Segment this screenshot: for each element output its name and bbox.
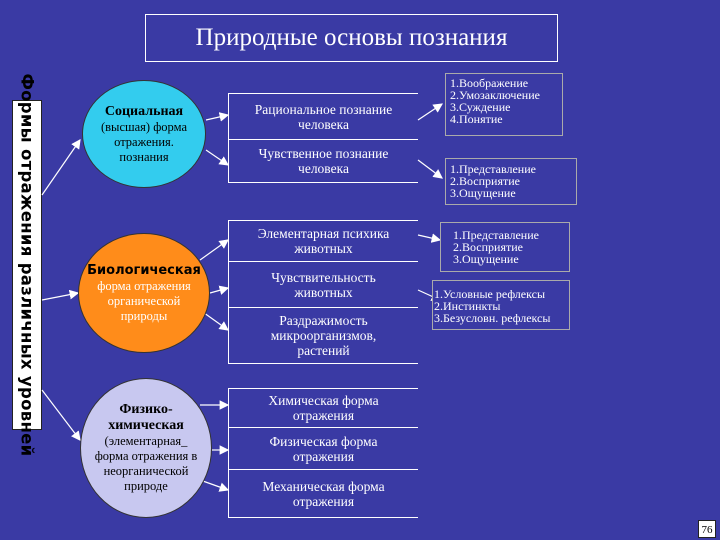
circle-bio-sub-3: природы — [120, 308, 168, 323]
circle-social: Социальная (высшая) форма отражения. поз… — [82, 80, 206, 188]
circle-phys-sub-4: природе — [124, 479, 168, 493]
right-psyche-list: 1.Представление 2.Восприятие 3.Ощущение — [440, 222, 570, 272]
mid-irritability-l1: Раздражимость — [279, 313, 368, 328]
right-rational-2: 2.Умозаключение — [450, 88, 540, 102]
right-rational-3: 3.Суждение — [450, 100, 511, 114]
mid-rational-l2: человека — [298, 116, 349, 132]
mid-sensory-l1: Чувственное познание — [258, 146, 389, 161]
right-sensory-3: 3.Ощущение — [450, 186, 516, 200]
right-sensory-1: 1.Представление — [450, 162, 536, 176]
circle-social-sub-3: познания — [119, 149, 169, 164]
right-psyche-2: 2.Восприятие — [453, 240, 523, 254]
circle-social-sub-2: отражения. — [114, 134, 174, 149]
mid-mechanical-l2: отражения — [292, 493, 355, 509]
circle-bio-sub-1: форма отражения — [97, 278, 191, 293]
mid-rational-l1: Рациональное познание — [254, 101, 393, 117]
page-number: 76 — [698, 520, 716, 538]
mid-sensitivity-l2: животных — [294, 284, 353, 300]
mid-psyche-l1: Элементарная психика — [257, 226, 390, 241]
circle-bio-head: Биологическая — [87, 262, 201, 278]
mid-chemical-l2: отражения — [292, 408, 355, 423]
circle-phys-sub-2: форма отражения в — [94, 449, 198, 463]
circle-phys-sub-3: неорганической — [103, 464, 189, 478]
right-rational-4: 4.Понятие — [450, 112, 503, 126]
right-sensory-2: 2.Восприятие — [450, 174, 520, 188]
right-reflex-1: 1.Условные рефлексы — [434, 287, 546, 301]
mid-physical-l2: отражения — [292, 448, 355, 464]
mid-sensory-l2: человека — [298, 161, 349, 176]
circle-phys-sub-1: (элементарная_ — [104, 434, 188, 448]
right-rational-1: 1.Воображение — [450, 76, 529, 90]
side-label-box: Формы отражения различных уровней — [12, 73, 42, 457]
mid-mechanical-l1: Механическая форма — [262, 478, 385, 494]
circle-phys: Физико- химическая (элементарная_ форма … — [80, 378, 212, 518]
right-sensory-list: 1.Представление 2.Восприятие 3.Ощущение — [445, 158, 577, 205]
circle-bio-sub-2: органической — [107, 293, 181, 308]
mid-irritability-l3: растений — [297, 343, 350, 358]
right-rational-list: 1.Воображение 2.Умозаключение 3.Суждение… — [445, 73, 563, 136]
right-psyche-1: 1.Представление — [453, 228, 539, 242]
page-title: Природные основы познания — [145, 14, 558, 62]
mid-chemical-l1: Химическая форма — [268, 393, 379, 408]
circle-phys-head-2: химическая — [108, 418, 184, 433]
right-reflex-2: 2.Инстинкты — [434, 299, 501, 313]
mid-sensitivity-l1: Чувствительность — [271, 269, 376, 285]
mid-irritability-l2: микроорганизмов, — [270, 328, 377, 343]
right-reflex-3: 3.Безусловн. рефлексы — [434, 311, 551, 325]
right-reflex-list: 1.Условные рефлексы 2.Инстинкты 3.Безусл… — [432, 280, 570, 330]
circle-social-sub-1: (высшая) форма — [100, 119, 187, 134]
circle-social-head: Социальная — [104, 103, 184, 119]
circle-bio: Биологическая форма отражения органическ… — [78, 233, 210, 353]
mid-psyche-l2: животных — [294, 241, 353, 256]
mid-physical-l1: Физическая форма — [269, 433, 378, 449]
circle-phys-head: Физико- — [119, 402, 173, 417]
right-psyche-3: 3.Ощущение — [453, 252, 519, 266]
